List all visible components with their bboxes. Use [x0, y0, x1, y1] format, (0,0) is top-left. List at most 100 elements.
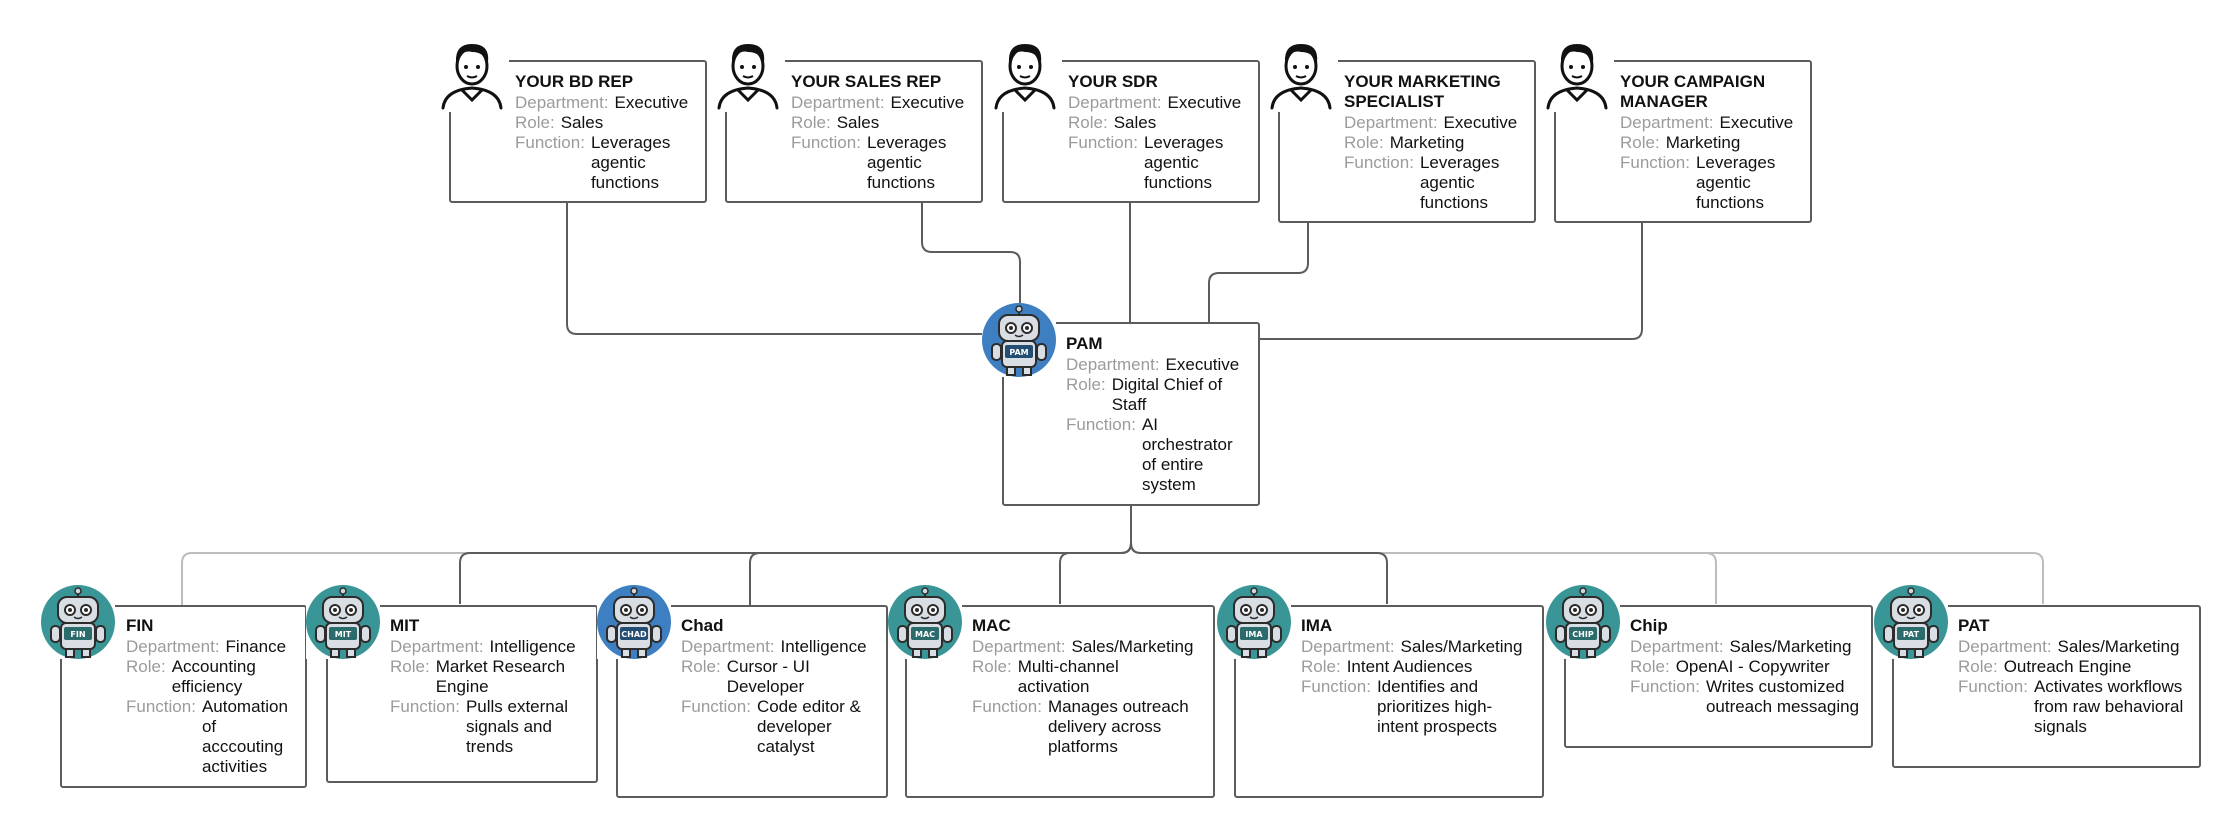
department-value: Executive [614, 93, 689, 112]
robot-badge: MAC [915, 630, 935, 639]
role-value: OpenAI - Copywriter [1675, 657, 1830, 676]
card-content: PAM Department:Executive Role:Digital Ch… [1066, 334, 1258, 495]
function-label: Function: [681, 697, 751, 716]
function-label: Function: [126, 697, 196, 716]
function-value: Code editor & developer catalyst [756, 697, 861, 756]
department-label: Department: [1630, 637, 1724, 656]
role-label: Role: [1958, 657, 1998, 676]
function-value: Automation of acccouting activities [201, 697, 288, 776]
function-label: Function: [1066, 415, 1136, 434]
function-value: Leverages agentic functions [1695, 153, 1776, 212]
role-label: Role: [972, 657, 1012, 676]
department-label: Department: [681, 637, 775, 656]
card-content: Chip Department: Sales/Marketing Role: Ope… [1630, 616, 1870, 717]
robot-avatar-icon: IMA [1217, 585, 1291, 659]
department-label: Department: [1301, 637, 1395, 656]
robot-badge: FIN [70, 630, 85, 639]
role-value: Marketing [1665, 133, 1741, 152]
card-content: FIN Department:Finance Role:Accounting e… [126, 616, 306, 777]
node-name: MAC [972, 616, 1011, 635]
card-content: MAC Department:Sales/Marketing Role:Mult… [972, 616, 1212, 757]
robot-avatar-icon: PAM [982, 303, 1056, 377]
department-value: Intelligence [489, 637, 576, 656]
robot-badge: CHAD [621, 630, 647, 639]
role-label: Role: [681, 657, 721, 676]
robot-avatar-icon: MIT [306, 585, 380, 659]
function-label: Function: [1630, 677, 1700, 696]
node-name: Chad [681, 616, 724, 635]
role-value: Market Research Engine [435, 657, 566, 696]
function-label: Function: [515, 133, 585, 152]
role-value: Intent Audiences [1346, 657, 1473, 676]
function-label: Function: [1958, 677, 2028, 696]
function-label: Function: [972, 697, 1042, 716]
robot-badge: MIT [335, 630, 352, 639]
role-label: Role: [1301, 657, 1341, 676]
function-value: Pulls external signals and trends [465, 697, 568, 756]
function-label: Function: [1344, 153, 1414, 172]
person-avatar-icon [1264, 38, 1338, 112]
department-value: Sales/Marketing [1729, 637, 1852, 656]
department-value: Sales/Marketing [1071, 637, 1194, 656]
connector-mktspec-pam [1208, 223, 1309, 322]
function-value: Leverages agentic functions [1419, 153, 1500, 212]
function-value: Leverages agentic functions [590, 133, 671, 192]
function-value: Manages outreach delivery across platfor… [1047, 697, 1189, 756]
function-value: Leverages agentic functions [866, 133, 947, 192]
card-content: Chad Department:Intelligence Role:Cursor… [681, 616, 886, 757]
robot-badge: PAM [1009, 348, 1028, 357]
role-value: Marketing [1389, 133, 1465, 152]
role-label: Role: [126, 657, 166, 676]
robot-avatar-icon: PAT [1874, 585, 1948, 659]
function-label: Function: [791, 133, 861, 152]
role-label: Role: [390, 657, 430, 676]
card-content: YOUR BD REP Department: Executive Role: Sa… [515, 72, 705, 193]
connector-salesrep-pam [921, 203, 1021, 306]
department-label: Department: [972, 637, 1066, 656]
function-value: Leverages agentic functions [1143, 133, 1224, 192]
robot-avatar-icon: FIN [41, 585, 115, 659]
connector-pam-ima [1130, 505, 1388, 604]
node-name: Chip [1630, 616, 1668, 635]
robot-badge: PAT [1903, 630, 1920, 639]
node-name: FIN [126, 616, 154, 635]
role-value: Sales [1113, 113, 1157, 132]
node-name: PAT [1958, 616, 1990, 635]
department-label: Department: [1958, 637, 2052, 656]
connector-bdrep-pam [566, 203, 1001, 335]
department-label: Department: [1066, 355, 1160, 374]
card-content: YOUR SALES REP Department:Executive Role… [791, 72, 981, 193]
department-value: Executive [890, 93, 965, 112]
department-value: Intelligence [780, 637, 867, 656]
connector-pam-mit [459, 505, 1132, 604]
robot-badge: IMA [1245, 630, 1263, 639]
node-name: IMA [1301, 616, 1333, 635]
department-label: Department: [390, 637, 484, 656]
card-content: YOUR SDR Department:Executive Role:Sales… [1068, 72, 1258, 193]
function-label: Function: [1301, 677, 1371, 696]
function-label: Function: [1620, 153, 1690, 172]
department-label: Department: [1344, 113, 1438, 132]
function-label: Function: [1068, 133, 1138, 152]
department-value: Finance [225, 637, 287, 656]
role-label: Role: [515, 113, 555, 132]
robot-avatar-icon: MAC [888, 585, 962, 659]
department-label: Department: [515, 93, 609, 112]
person-avatar-icon [1540, 38, 1614, 112]
role-label: Role: [1068, 113, 1108, 132]
role-value: Sales [836, 113, 880, 132]
robot-badge: CHIP [1572, 630, 1594, 639]
node-name: YOUR BD REP [515, 72, 634, 91]
function-value: AI orchestrator of entire system [1141, 415, 1233, 494]
person-avatar-icon [435, 38, 509, 112]
role-value: Sales [560, 113, 604, 132]
role-label: Role: [1630, 657, 1670, 676]
card-content: IMA Department:Sales/Marketing Role:Inte… [1301, 616, 1541, 737]
department-value: Executive [1167, 93, 1242, 112]
card-content: YOUR MARKETING SPECIALIST Department:Exe… [1344, 72, 1534, 213]
function-value: Writes customized outreach messaging [1705, 677, 1860, 716]
department-value: Executive [1443, 113, 1518, 132]
function-value: Activates workflows from raw behavioral … [2033, 677, 2184, 736]
role-label: Role: [1066, 375, 1106, 394]
